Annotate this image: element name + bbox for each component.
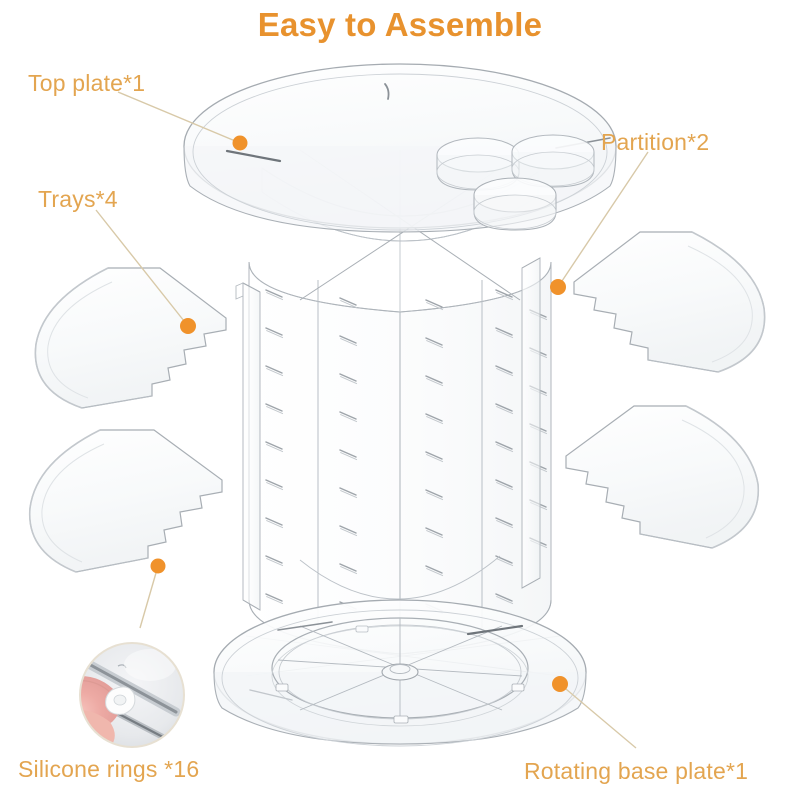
tray-lower-right — [565, 405, 760, 549]
leader-silicone — [139, 565, 159, 629]
marker-trays — [180, 318, 196, 334]
callout-markers — [150, 135, 568, 692]
callout-label-trays: Trays*4 — [38, 186, 118, 212]
callout-label-top-plate: Top plate*1 — [28, 70, 146, 96]
partition-panel-right — [521, 257, 541, 589]
leader-base-plate — [559, 683, 637, 749]
leader-top-plate — [117, 91, 241, 144]
partition-panel-left — [235, 282, 261, 611]
marker-base-plate — [552, 676, 568, 692]
tray-upper-right — [573, 231, 766, 373]
marker-partition — [550, 279, 566, 295]
silicone-ring-photo — [79, 642, 185, 748]
callout-label-silicone-rings: Silicone rings *16 — [18, 756, 200, 782]
leader-trays — [95, 209, 189, 327]
leader-lines — [95, 91, 649, 749]
marker-silicone — [150, 558, 166, 574]
callout-label-rotating-base-plate: Rotating base plate*1 — [524, 758, 749, 784]
marker-top-plate — [232, 135, 248, 151]
top-plate — [183, 63, 617, 233]
tray-upper-left — [34, 267, 227, 409]
top-plate-cup-wells — [436, 134, 595, 231]
leader-partition — [557, 151, 649, 288]
page-title: Easy to Assemble — [257, 6, 543, 43]
rotating-base-plate — [213, 599, 587, 747]
callout-label-partition: Partition*2 — [601, 129, 710, 155]
tray-lower-left — [28, 429, 223, 573]
